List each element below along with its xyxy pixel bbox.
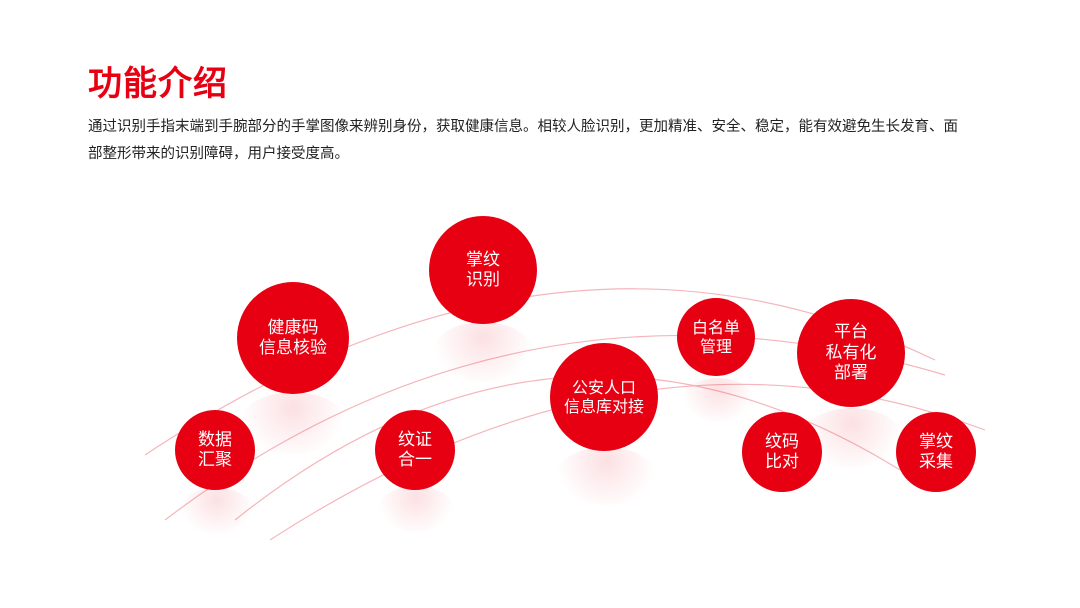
feature-label: 纹证 合一 [398, 429, 432, 470]
bubble-reflection [378, 486, 454, 532]
feature-bubble-palm-id-unify[interactable]: 纹证 合一 [375, 410, 455, 490]
feature-bubble-police-db[interactable]: 公安人口 信息库对接 [550, 343, 658, 451]
feature-label: 健康码 信息核验 [259, 317, 327, 358]
feature-bubble-palm-recognition[interactable]: 掌纹 识别 [429, 216, 537, 324]
feature-bubble-health-code-verify[interactable]: 健康码 信息核验 [237, 282, 349, 394]
bubble-reflection [240, 392, 346, 454]
bubble-reflection [556, 447, 656, 505]
feature-label: 数据 汇聚 [198, 429, 232, 470]
intro-paragraph: 通过识别手指末端到手腕部分的手掌图像来辨别身份，获取健康信息。相较人脸识别，更加… [88, 119, 958, 162]
feature-label: 白名单 管理 [691, 317, 740, 356]
feature-bubble-private-deploy[interactable]: 平台 私有化 部署 [797, 299, 905, 407]
feature-bubble-whitelist[interactable]: 白名单 管理 [677, 298, 755, 376]
feature-label: 掌纹 采集 [919, 431, 953, 472]
feature-label: 平台 私有化 部署 [825, 322, 877, 384]
feature-bubble-data-aggregation[interactable]: 数据 汇聚 [175, 410, 255, 490]
feature-label: 公安人口 信息库对接 [563, 377, 644, 416]
feature-label: 纹码 比对 [765, 431, 799, 472]
bubble-reflection [433, 322, 533, 382]
feature-bubble-code-compare[interactable]: 纹码 比对 [742, 412, 822, 492]
feature-bubble-palm-collect[interactable]: 掌纹 采集 [896, 412, 976, 492]
feature-label: 掌纹 识别 [466, 249, 500, 290]
bubble-reflection [682, 378, 754, 422]
page-title: 功能介绍 [88, 64, 228, 104]
bubble-reflection [180, 488, 254, 534]
